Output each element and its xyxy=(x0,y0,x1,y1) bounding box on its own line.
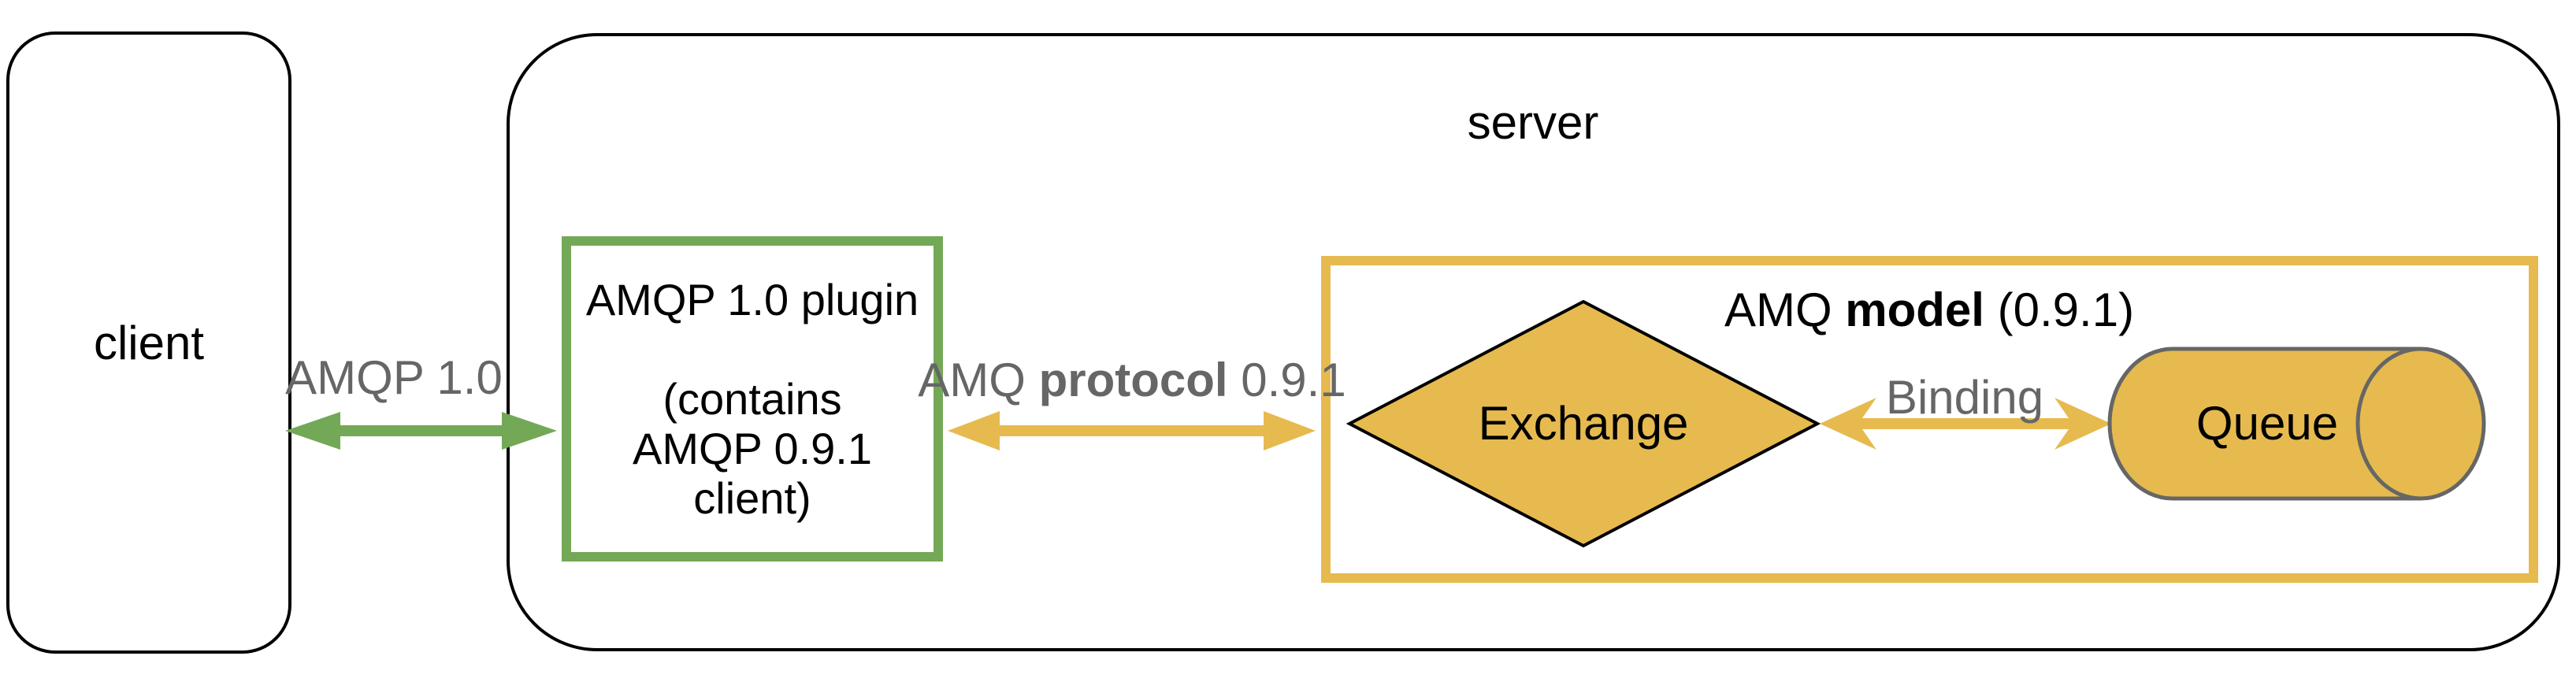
amq-model-label-suffix: (0.9.1) xyxy=(1984,284,2135,336)
amqp10-connection-arrow xyxy=(285,412,557,450)
amq-model-label-bold: model xyxy=(1845,284,1984,336)
binding-arrow xyxy=(1820,398,2111,450)
queue-label: Queue xyxy=(2196,397,2339,450)
queue-cylinder-body xyxy=(2107,347,2421,501)
amqp10-plugin-node: AMQP 1.0 plugin (contains AMQP 0.9.1 cli… xyxy=(562,236,943,562)
amq-model-label-prefix: AMQ xyxy=(1724,284,1846,336)
plugin-label-line5: client) xyxy=(693,473,811,523)
exchange-diamond xyxy=(1346,299,1821,548)
amq-protocol-label-suffix: 0.9.1 xyxy=(1227,354,1346,406)
exchange-label: Exchange xyxy=(1478,397,1689,450)
plugin-label-line3: (contains xyxy=(663,374,842,424)
amq-protocol-connection-label: AMQ protocol 0.9.1 xyxy=(918,357,1346,404)
amq-model-label: AMQ model (0.9.1) xyxy=(1724,287,2134,334)
amqp10-plugin-label: AMQP 1.0 plugin (contains AMQP 0.9.1 cli… xyxy=(586,275,919,523)
queue-cylinder-end-cap xyxy=(2355,347,2486,501)
amqp10-connection-label: AMQP 1.0 xyxy=(285,351,503,404)
amq-protocol-connection-arrow xyxy=(948,411,1316,450)
binding-label: Binding xyxy=(1885,371,2044,424)
amq-protocol-label-prefix: AMQ xyxy=(918,354,1039,406)
client-label: client xyxy=(93,317,205,369)
client-node xyxy=(6,32,291,654)
plugin-label-line1: AMQP 1.0 plugin xyxy=(585,275,919,324)
server-label: server xyxy=(1467,96,1599,149)
plugin-label-line4: AMQP 0.9.1 xyxy=(632,424,872,473)
amq-protocol-label-bold: protocol xyxy=(1038,354,1228,406)
